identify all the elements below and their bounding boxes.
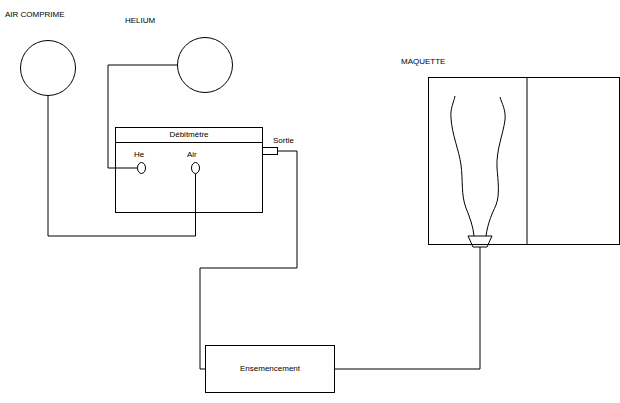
node-label: Ensemencement	[240, 364, 300, 374]
flame-outline	[486, 97, 505, 236]
gas-cylinder: AIR COMPRIME	[20, 40, 76, 96]
model-divider	[527, 77, 528, 245]
flame-outline	[451, 96, 474, 236]
port-outline	[192, 163, 200, 174]
inlet-port: He	[137, 162, 146, 174]
port-outline	[137, 162, 146, 174]
pipe-line	[48, 96, 196, 236]
flowmeter-box: DébitmètreHeAirSortie	[115, 127, 263, 213]
node-heading: He	[134, 150, 144, 160]
pipe-line	[108, 65, 177, 168]
node-heading: Sortie	[273, 136, 294, 146]
cylinder-outline	[178, 38, 233, 93]
pipe-line	[335, 247, 480, 369]
cylinder-outline	[20, 40, 76, 96]
seeding-box: Ensemencement	[205, 345, 335, 393]
burner-nozzle	[468, 236, 492, 247]
gas-cylinder: HELIUM	[177, 37, 233, 93]
node-heading: MAQUETTE	[401, 57, 445, 67]
node-heading: Air	[187, 150, 197, 160]
node-heading: AIR COMPRIME	[5, 10, 65, 20]
cylinder-outline	[21, 41, 76, 96]
model-box: MAQUETTE	[428, 77, 620, 245]
port-outline	[138, 163, 146, 174]
node-heading: HELIUM	[125, 16, 155, 26]
outlet-port: Sortie	[262, 147, 278, 155]
pipe-line	[200, 151, 297, 369]
cylinder-outline	[177, 37, 233, 93]
inlet-port: Air	[191, 162, 200, 174]
port-outline	[191, 162, 200, 174]
node-label: Débitmètre	[116, 128, 262, 143]
